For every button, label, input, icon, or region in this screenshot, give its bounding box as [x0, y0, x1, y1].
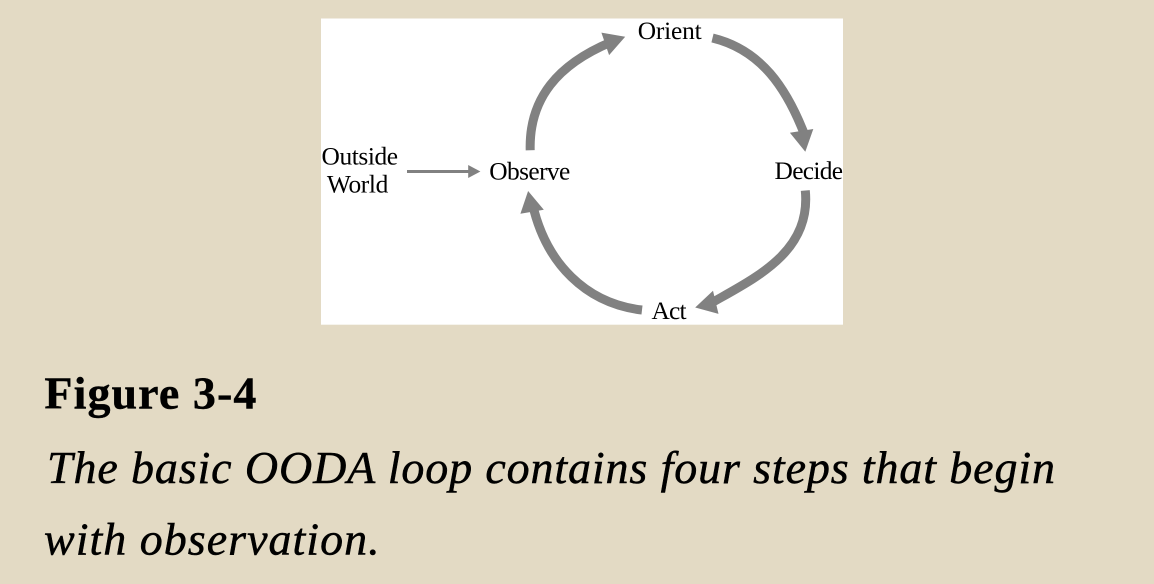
- svg-text:Decide: Decide: [775, 157, 844, 185]
- svg-text:World: World: [327, 171, 389, 199]
- svg-text:Outside: Outside: [322, 142, 399, 170]
- svg-text:Orient: Orient: [638, 17, 702, 45]
- svg-text:with observation.: with observation.: [44, 513, 380, 564]
- svg-text:Observe: Observe: [489, 157, 570, 185]
- svg-text:Figure 3-4: Figure 3-4: [44, 368, 256, 419]
- svg-text:Act: Act: [652, 297, 687, 325]
- svg-text:The basic OODA loop contains f: The basic OODA loop contains four steps …: [47, 442, 1055, 493]
